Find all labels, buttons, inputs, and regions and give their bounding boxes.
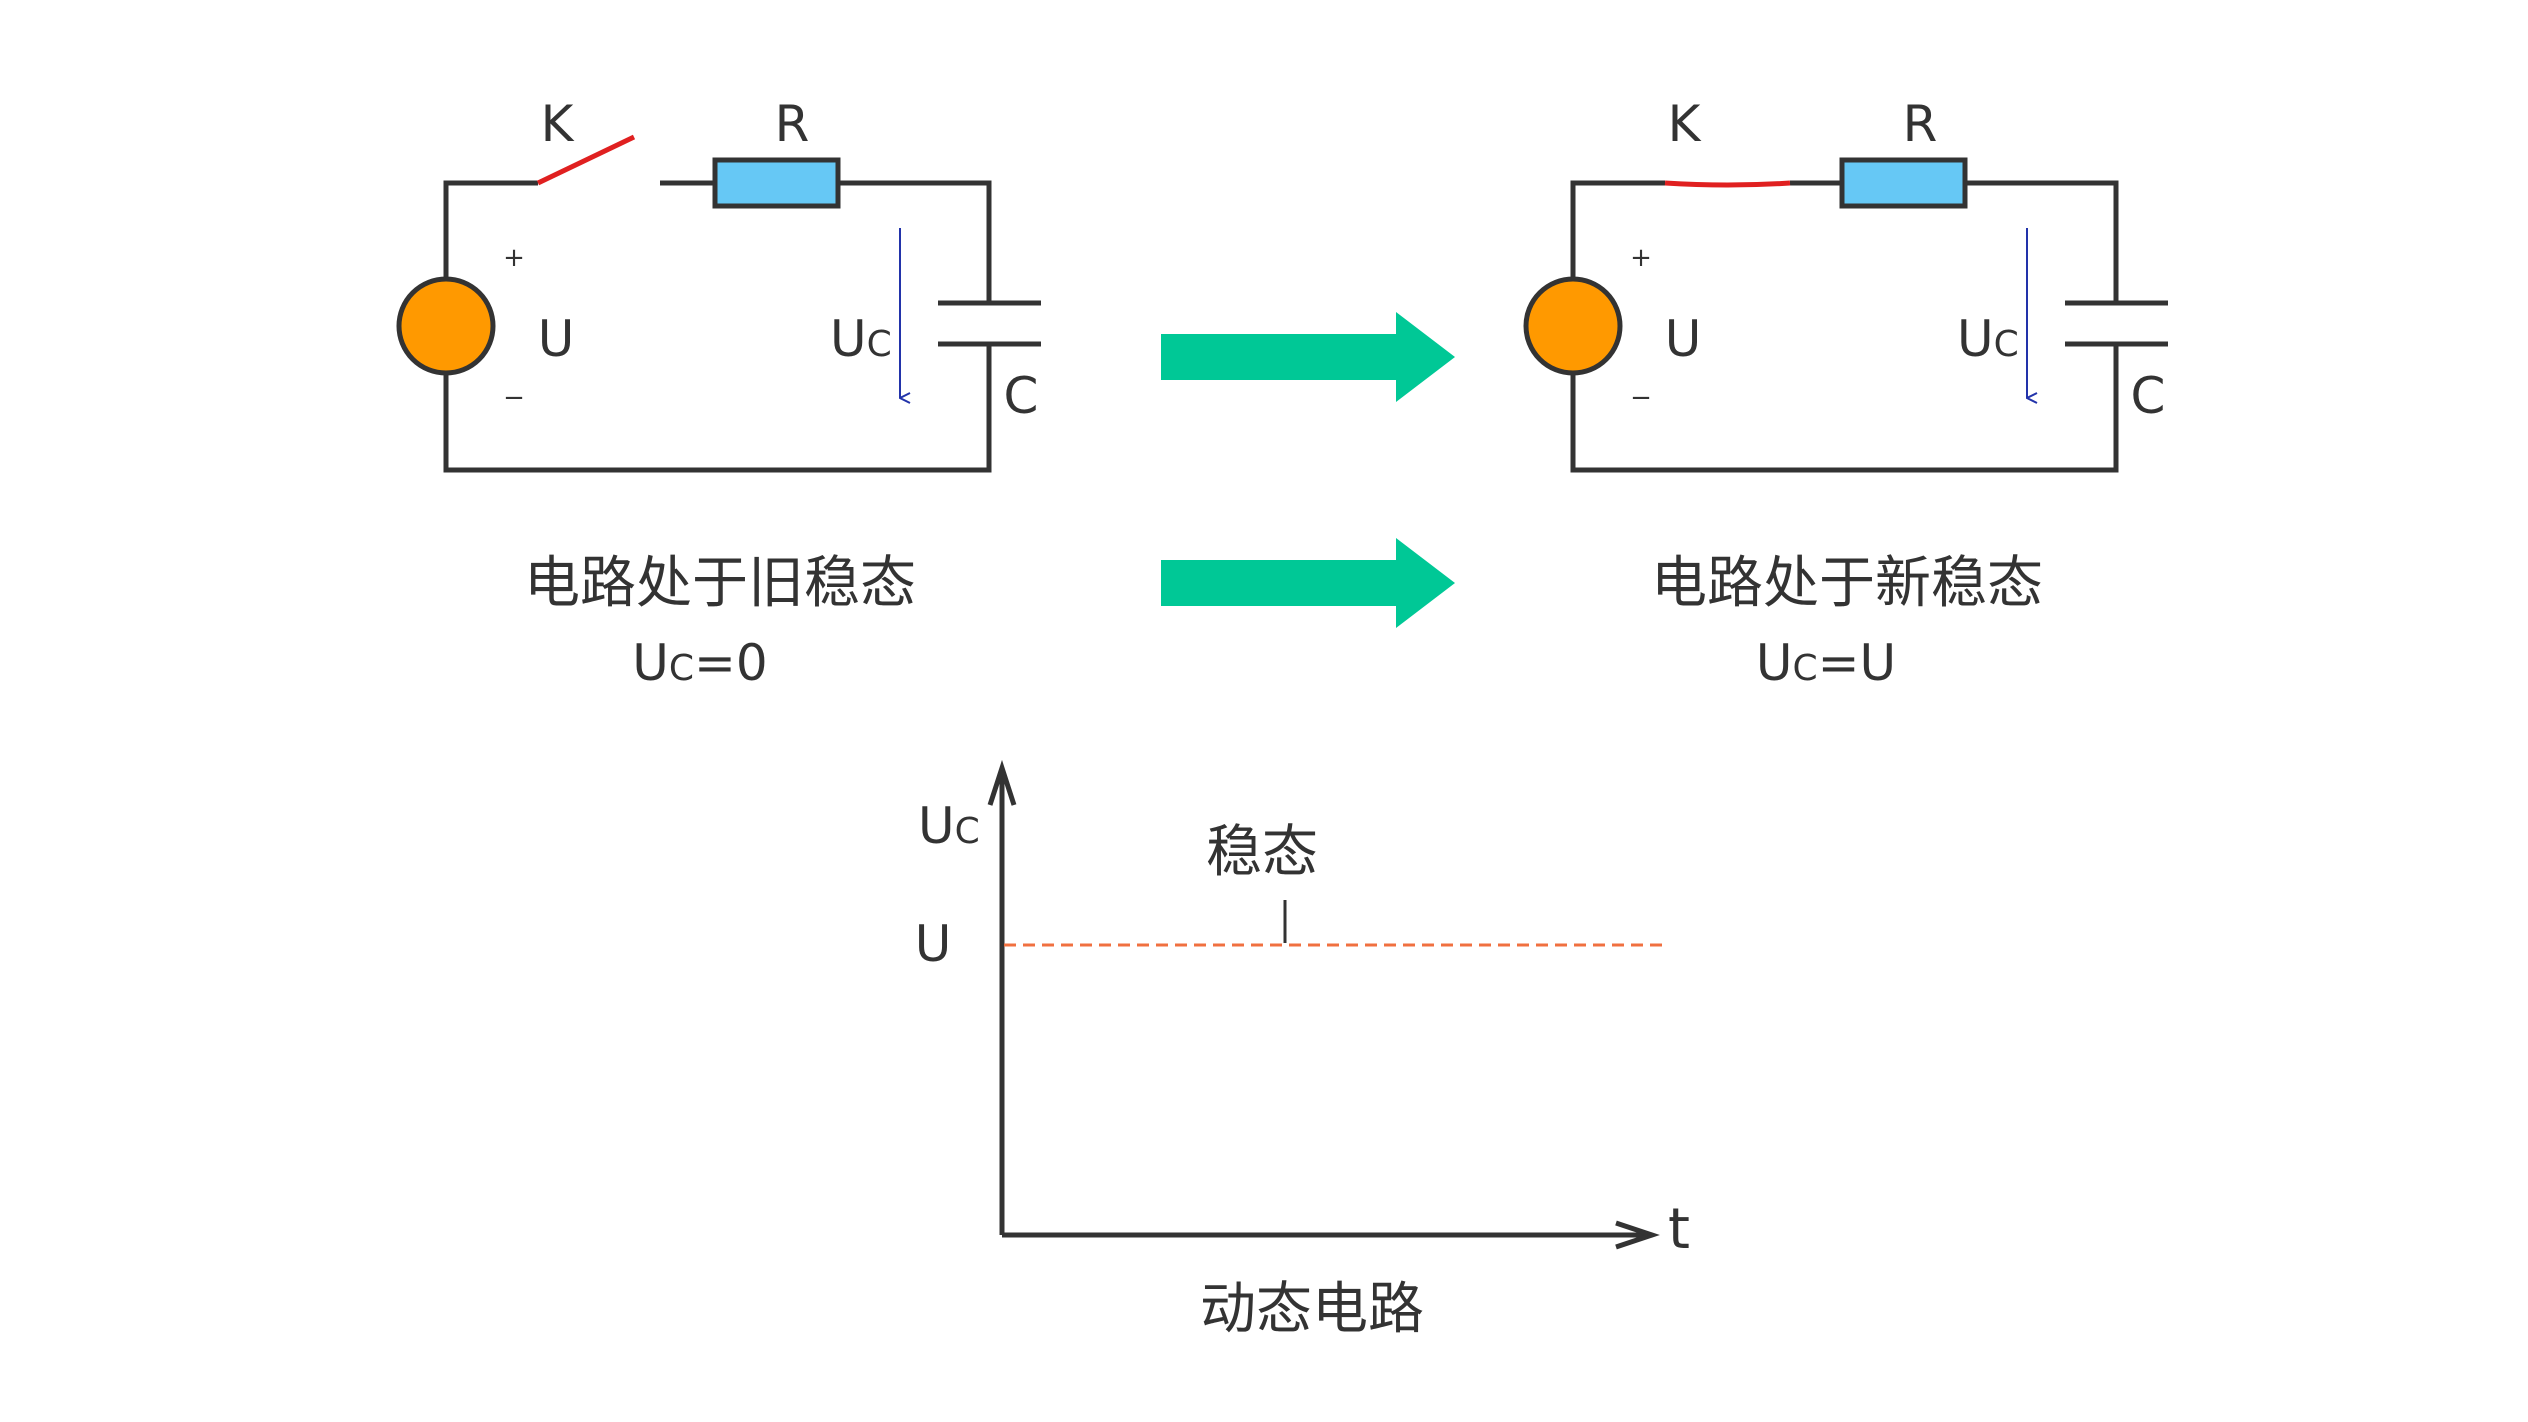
right-source-label: U — [1665, 310, 1702, 368]
graph-y-axis-arrowhead — [987, 759, 1017, 806]
top-transition-arrow — [1161, 312, 1455, 402]
right-minus-sign: − — [1630, 383, 1652, 413]
left-uc-label: UC — [830, 310, 892, 368]
right-resistor-label: R — [1903, 95, 1938, 153]
graph-x-axis-arrowhead — [1615, 1220, 1660, 1250]
right-equation: UC=U — [1756, 634, 1896, 692]
left-resistor-label: R — [775, 95, 810, 153]
right-wire-right-top — [1965, 180, 2119, 303]
left-minus-sign: − — [503, 383, 525, 413]
graph-x-axis-label: t — [1668, 1197, 1690, 1262]
left-wire-right-top — [838, 180, 992, 303]
right-caption: 电路处于新稳态 — [1651, 551, 2043, 616]
left-capacitor-label: C — [1004, 367, 1039, 425]
left-caption: 电路处于旧稳态 — [524, 551, 916, 616]
right-switch-label: K — [1668, 95, 1702, 153]
graph-caption: 动态电路 — [1200, 1277, 1424, 1342]
left-voltage-source — [396, 276, 496, 376]
left-source-label: U — [538, 310, 575, 368]
graph-y-axis-label: UC — [918, 797, 980, 855]
bottom-transition-arrow — [1161, 538, 1455, 628]
left-circuit: K R + − U UC C 电路处于旧稳态 UC=0 — [396, 95, 1041, 692]
right-capacitor-label: C — [2131, 367, 2166, 425]
right-voltage-source — [1523, 276, 1623, 376]
left-switch-label: K — [541, 95, 575, 153]
right-circuit: K R + − U UC C 电路处于新稳态 UC=U — [1523, 95, 2168, 692]
right-plus-sign: + — [1630, 243, 1652, 273]
uc-time-graph: UC U 稳态 t 动态电路 — [915, 759, 1690, 1342]
right-uc-label: UC — [1957, 310, 2019, 368]
graph-level-label: U — [915, 915, 952, 973]
right-switch — [1664, 180, 1791, 188]
right-wire-left-top — [1570, 180, 1665, 315]
graph-steady-label: 稳态 — [1206, 820, 1318, 885]
left-plus-sign: + — [503, 243, 525, 273]
left-wire-left-top — [443, 180, 538, 315]
left-wire-left-bottom — [443, 340, 992, 473]
right-resistor — [1839, 157, 1968, 209]
left-switch — [536, 134, 636, 186]
right-wire-left-bottom — [1570, 340, 2119, 473]
left-resistor — [712, 157, 841, 209]
left-equation: UC=0 — [632, 634, 767, 692]
